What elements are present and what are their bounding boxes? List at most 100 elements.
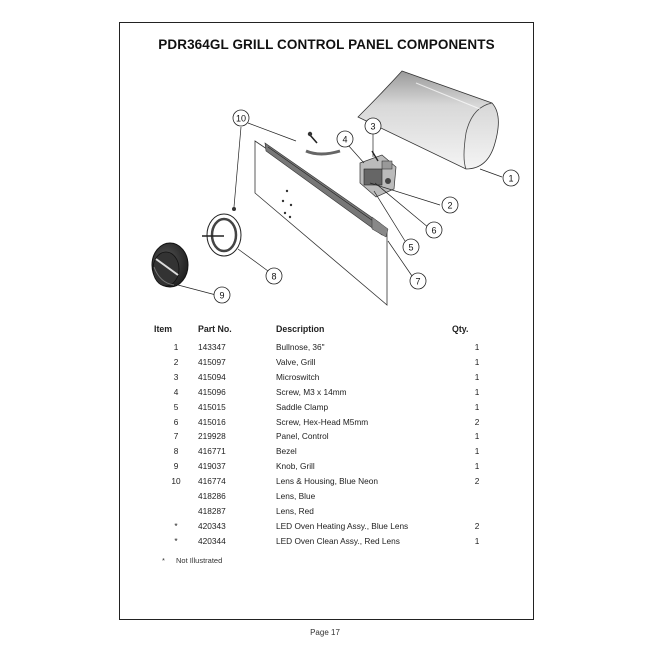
cell-qty: 1 bbox=[474, 535, 480, 546]
cell-description: LED Oven Heating Assy., Blue Lens bbox=[276, 520, 409, 531]
cell-description: Bezel bbox=[276, 446, 297, 457]
callout-10: 10 bbox=[232, 109, 250, 127]
callout-3: 3 bbox=[364, 117, 382, 135]
control-panel-part bbox=[254, 140, 389, 306]
cell-description: Screw, Hex-Head M5mm bbox=[276, 416, 369, 427]
table-row: 5 415015 Saddle Clamp 1 bbox=[154, 400, 502, 415]
footnote-text: Not Illustrated bbox=[176, 556, 223, 565]
svg-text:6: 6 bbox=[431, 226, 436, 236]
leader-lines bbox=[177, 122, 503, 296]
svg-text:10: 10 bbox=[236, 114, 246, 124]
cell-qty: 1 bbox=[474, 342, 480, 352]
header-qty: Qty. bbox=[452, 324, 469, 334]
cell-description: Lens, Red bbox=[276, 505, 314, 516]
table-row: 8 416771 Bezel 1 bbox=[154, 444, 502, 459]
cell-item bbox=[154, 489, 198, 504]
cell-qty: 2 bbox=[474, 520, 480, 531]
cell-description: Knob, Grill bbox=[276, 461, 315, 472]
cell-part-no: 415016 bbox=[198, 416, 226, 427]
callout-1: 1 bbox=[502, 169, 520, 187]
cell-description: Bullnose, 36" bbox=[276, 342, 325, 352]
table-row: 6 415016 Screw, Hex-Head M5mm 2 bbox=[154, 415, 502, 430]
cell-description: Lens & Housing, Blue Neon bbox=[276, 476, 378, 487]
svg-text:4: 4 bbox=[342, 135, 347, 145]
table-row: 10 416774 Lens & Housing, Blue Neon 2 bbox=[154, 474, 502, 489]
cell-part-no: 420343 bbox=[198, 520, 226, 531]
callout-7: 7 bbox=[409, 272, 427, 290]
cell-item: 6 bbox=[173, 416, 179, 427]
cell-qty: 1 bbox=[474, 356, 480, 367]
svg-text:5: 5 bbox=[408, 243, 413, 253]
cell-item: * bbox=[174, 520, 178, 531]
table-row: * 420343 LED Oven Heating Assy., Blue Le… bbox=[154, 519, 502, 534]
cell-item bbox=[154, 504, 198, 519]
callout-6: 6 bbox=[425, 221, 443, 239]
cell-part-no: 419037 bbox=[198, 461, 226, 472]
page-number: Page 17 bbox=[310, 628, 340, 637]
cell-qty: 1 bbox=[474, 431, 480, 442]
footnote-mark: * bbox=[162, 556, 165, 565]
cell-item: 9 bbox=[173, 461, 179, 472]
cell-part-no: 418287 bbox=[198, 505, 226, 516]
cell-qty bbox=[452, 504, 502, 519]
header-part-no: Part No. bbox=[198, 324, 232, 334]
page-frame: PDR364GL GRILL CONTROL PANEL COMPONENTS bbox=[119, 22, 534, 620]
cell-qty bbox=[452, 489, 502, 504]
header-description: Description bbox=[276, 324, 325, 334]
cell-part-no: 420344 bbox=[198, 535, 226, 546]
svg-text:7: 7 bbox=[415, 277, 420, 287]
cell-part-no: 143347 bbox=[198, 342, 226, 352]
parts-table: Item Part No. Description Qty. 1 143347 … bbox=[154, 323, 502, 549]
table-row: 9 419037 Knob, Grill 1 bbox=[154, 459, 502, 474]
table-row: 7 219928 Panel, Control 1 bbox=[154, 429, 502, 444]
table-row: 1 143347 Bullnose, 36" 1 bbox=[154, 340, 502, 355]
cell-item: 7 bbox=[173, 431, 179, 442]
page-title: PDR364GL GRILL CONTROL PANEL COMPONENTS bbox=[158, 37, 495, 52]
cell-description: Saddle Clamp bbox=[276, 401, 329, 412]
table-row: 4 415096 Screw, M3 x 14mm 1 bbox=[154, 385, 502, 400]
cell-part-no: 416774 bbox=[198, 476, 226, 487]
bezel-part bbox=[202, 207, 242, 257]
callout-8: 8 bbox=[265, 267, 283, 285]
cell-part-no: 415096 bbox=[198, 386, 226, 397]
cell-description: Panel, Control bbox=[276, 431, 329, 442]
cell-part-no: 415094 bbox=[198, 371, 226, 382]
cell-qty: 2 bbox=[474, 476, 480, 487]
table-row: 418287 Lens, Red bbox=[154, 504, 502, 519]
cell-qty: 1 bbox=[474, 461, 480, 472]
valve-assembly-part bbox=[305, 131, 397, 198]
table-row: 2 415097 Valve, Grill 1 bbox=[154, 355, 502, 370]
svg-text:1: 1 bbox=[508, 174, 513, 184]
callout-9: 9 bbox=[213, 286, 231, 304]
cell-description: LED Oven Clean Assy., Red Lens bbox=[276, 535, 400, 546]
callout-4: 4 bbox=[336, 130, 354, 148]
cell-qty: 1 bbox=[474, 401, 480, 412]
cell-item: 3 bbox=[173, 371, 179, 382]
cell-description: Valve, Grill bbox=[276, 356, 316, 367]
cell-item: 8 bbox=[173, 446, 179, 457]
header-item: Item bbox=[154, 324, 173, 334]
table-row: 418286 Lens, Blue bbox=[154, 489, 502, 504]
table-header-row: Item Part No. Description Qty. bbox=[154, 323, 502, 340]
exploded-parts-diagram: 1 2 3 4 5 6 7 8 bbox=[151, 70, 520, 306]
cell-item: * bbox=[174, 535, 178, 546]
bullnose-part bbox=[357, 70, 499, 170]
svg-text:3: 3 bbox=[370, 122, 375, 132]
svg-text:8: 8 bbox=[271, 272, 276, 282]
footnote: * Not Illustrated bbox=[162, 556, 222, 565]
cell-qty: 2 bbox=[474, 416, 480, 427]
table-row: * 420344 LED Oven Clean Assy., Red Lens … bbox=[154, 534, 502, 549]
callout-2: 2 bbox=[441, 196, 459, 214]
cell-description: Screw, M3 x 14mm bbox=[276, 386, 347, 397]
cell-item: 2 bbox=[173, 356, 179, 367]
cell-qty: 1 bbox=[474, 446, 480, 457]
cell-qty: 1 bbox=[474, 386, 480, 397]
cell-part-no: 219928 bbox=[198, 431, 226, 442]
cell-part-no: 415097 bbox=[198, 356, 226, 367]
callout-5: 5 bbox=[402, 238, 420, 256]
knob-part bbox=[151, 242, 189, 288]
cell-item: 5 bbox=[173, 401, 179, 412]
cell-part-no: 415015 bbox=[198, 401, 226, 412]
cell-description: Lens, Blue bbox=[276, 491, 316, 502]
cell-part-no: 418286 bbox=[198, 491, 226, 502]
